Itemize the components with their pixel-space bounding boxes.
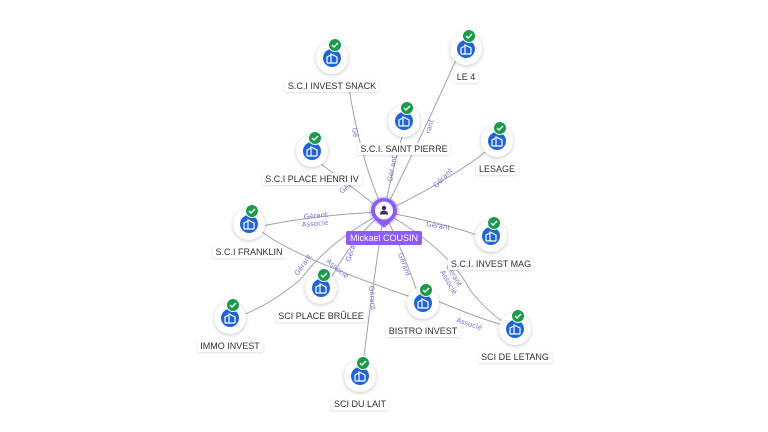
building-icon [509,324,521,335]
company-label: SCI DU LAIT [330,398,390,410]
company-label: S.C.I. SAINT PIERRE [357,143,451,155]
building-icon [243,219,255,230]
edge-sci-du-lait [361,211,385,373]
building-icon [491,136,503,147]
edge-bistro-letang [434,299,503,326]
building-icon [460,44,472,55]
company-label: S.C.I. INVEST MAG [447,258,535,270]
company-label: BISTRO INVEST [385,325,461,337]
check-icon [359,360,367,366]
company-label: SCI PLACE BRÛLEE [275,310,367,322]
edge-label-gerant-lesage: Gérant [432,167,455,190]
edge-label-gerant-le4: rant [424,118,436,134]
edge-label-gerant-bistro: Gérant [396,252,412,278]
building-icon [306,146,318,157]
edge-le-4 [383,59,457,213]
check-icon [490,220,498,226]
company-label: IMMO INVEST [197,340,263,352]
edge-label-gerant-saint-pierre: Gér ant [386,155,398,183]
building-icon [485,231,497,242]
person-icon [379,205,389,215]
check-icon [229,302,237,308]
check-icon [248,208,256,214]
building-icon [224,313,236,324]
building-icon [326,53,338,64]
edge-label-gerant-immo: Gérant [293,253,314,278]
building-icon [354,371,366,382]
edge-label-associe-franklin: Associé [301,219,328,229]
company-label: S.C.I INVEST SNACK [284,80,380,92]
check-icon [311,135,319,141]
check-icon [465,33,473,39]
edge-immo-invest [239,211,385,317]
company-label: S.C.I FRANKLIN [212,246,286,258]
edge-label-gerant-lait: Gérant [367,285,377,310]
building-icon [398,116,410,127]
company-label: SCI DE LETANG [478,351,552,363]
person-label: Mickael COUSIN [345,231,423,245]
edge-lesage [383,149,489,213]
company-label: LESAGE [475,163,519,175]
building-icon [417,298,429,309]
check-icon [514,313,522,319]
company-label: S.C.I PLACE HENRI IV [262,173,362,185]
check-icon [320,272,328,278]
check-icon [496,125,504,131]
edge-sci-franklin [261,211,385,227]
check-icon [331,42,339,48]
person-marker [368,195,400,236]
building-icon [315,283,327,294]
edge-label-gerant-franklin: Gérant [303,211,328,221]
check-icon [422,287,430,293]
check-icon [403,105,411,111]
company-label: LE 4 [453,71,479,83]
edge-label-gerant-mag: Gérant [426,220,451,232]
edge-label-gerant-snack: Gé [350,127,360,138]
edge-franklin-brulee [261,231,421,301]
